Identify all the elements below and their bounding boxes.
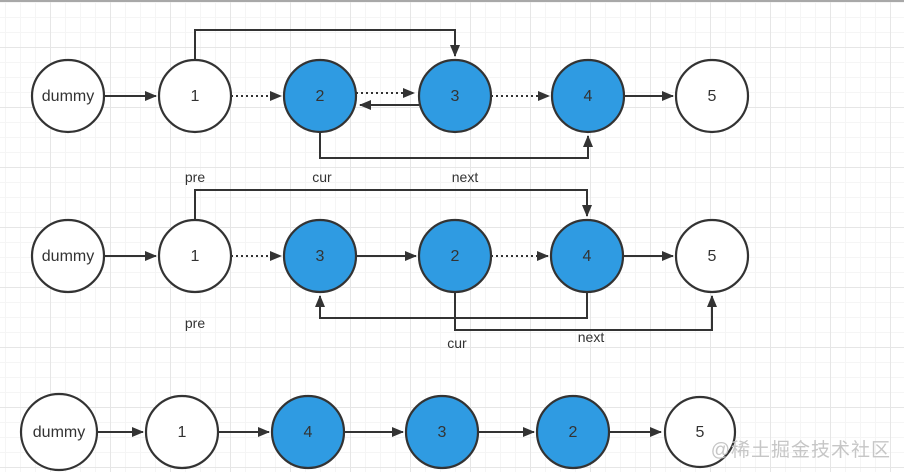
node-label: 4	[304, 424, 313, 441]
node-label: 4	[584, 88, 593, 105]
node-label: 1	[191, 88, 200, 105]
node-label: dummy	[33, 424, 85, 441]
node-3	[282, 218, 358, 294]
node-label: 5	[708, 88, 717, 105]
pointer-label-cur: cur	[447, 335, 467, 351]
node-label: 5	[708, 248, 717, 265]
node-1	[144, 394, 220, 470]
node-1	[157, 58, 233, 134]
row-step-2: dummy 1 3 2 4 5 pre cur next	[30, 189, 750, 351]
node-label: 1	[191, 248, 200, 265]
node-dummy	[30, 218, 106, 294]
node-label: dummy	[42, 248, 94, 265]
node-3	[404, 394, 480, 470]
node-5	[674, 218, 750, 294]
canvas-top-edge	[0, 0, 904, 2]
node-label: 3	[438, 424, 447, 441]
pointer-label-next: next	[578, 329, 605, 345]
edge-1-to-3-elbow-top	[194, 29, 460, 60]
juejin-watermark: @稀土掘金技术社区	[710, 440, 891, 461]
node-4	[270, 394, 346, 470]
node-label: 5	[696, 424, 705, 441]
node-label: 3	[451, 88, 460, 105]
node-label: 4	[583, 248, 592, 265]
node-dummy	[19, 392, 99, 472]
node-label: 2	[316, 88, 325, 105]
node-label: dummy	[42, 88, 94, 105]
node-3	[417, 58, 493, 134]
node-2	[417, 218, 493, 294]
edge-2-to-5-elbow-bottom	[454, 292, 717, 331]
row-step-1: dummy 1 2 3 4 5 pre cur next	[30, 29, 750, 185]
edge-4-to-3-elbow-bottom	[315, 292, 588, 319]
pointer-label-pre: pre	[185, 169, 205, 185]
node-label: 3	[316, 248, 325, 265]
node-4	[550, 58, 626, 134]
node-label: 2	[569, 424, 578, 441]
row-step-3: dummy 1 4 3 2 5	[19, 392, 737, 472]
node-label: 1	[178, 424, 187, 441]
pointer-label-next: next	[452, 169, 479, 185]
node-label: 2	[451, 248, 460, 265]
node-2	[282, 58, 358, 134]
pointer-label-cur: cur	[312, 169, 332, 185]
node-1	[157, 218, 233, 294]
node-5	[663, 395, 737, 469]
edge-1-to-4-elbow-top	[194, 189, 592, 220]
node-5	[674, 58, 750, 134]
node-dummy	[30, 58, 106, 134]
pointer-label-pre: pre	[185, 315, 205, 331]
node-4	[549, 218, 625, 294]
node-2	[535, 394, 611, 470]
edge-2-to-4-elbow-bottom	[319, 132, 593, 159]
